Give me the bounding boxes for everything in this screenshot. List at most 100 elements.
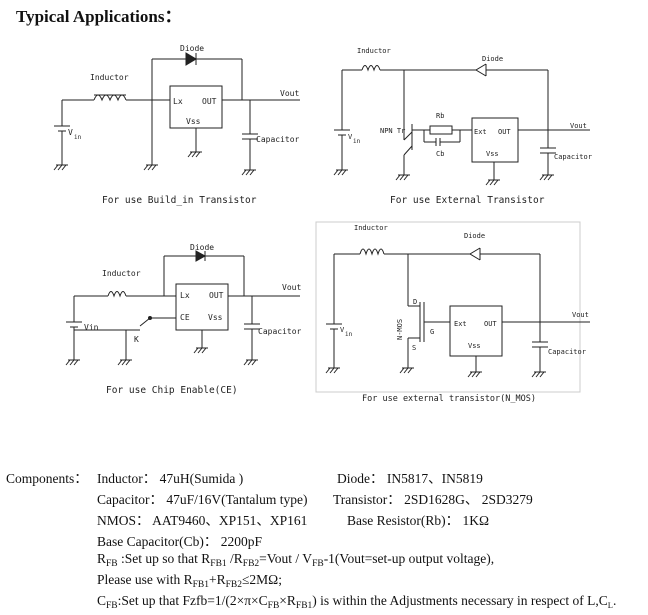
c1-caption: For use Build_in Transistor (102, 195, 257, 206)
c2-ext-label: Ext (474, 128, 487, 136)
components-transistor: Transistor： 2SD1628G、 2SD3279 (333, 492, 533, 507)
rfb-text: :Set up so that R (117, 551, 211, 566)
c3-vout-label: Vout (282, 283, 301, 292)
c2-cb-label: Cb (436, 150, 444, 158)
c1-out-label: OUT (202, 97, 217, 106)
c2-out-label: OUT (498, 128, 511, 136)
c3-vin-label: Vin (84, 323, 99, 332)
c4-inductor-label: Inductor (354, 224, 388, 232)
c3-k-label: K (134, 335, 139, 344)
please-note: Please use with RFB1+RFB2≤2MΩ; (97, 572, 282, 590)
c1-vin-v: V (68, 128, 73, 137)
components-diode: Diode： IN5817、IN5819 (337, 471, 483, 486)
c2-caption: For use External Transistor (390, 195, 545, 206)
please-sub1: FB1 (192, 580, 209, 590)
c4-g-label: G (430, 328, 434, 336)
components-base-resistor: Base Resistor(Rb)： 1KΩ (347, 513, 490, 528)
circuit-nmos (315, 221, 590, 393)
c1-vss-label: Vss (186, 117, 201, 126)
cfb-sub2: FB (267, 601, 280, 611)
c4-vss-label: Vss (468, 342, 481, 350)
diode-icon (475, 63, 487, 77)
c4-out-label: OUT (484, 320, 497, 328)
circuit-frame (315, 221, 581, 393)
c2-inductor-label: Inductor (357, 47, 391, 55)
c3-capacitor-label: Capacitor (258, 327, 302, 336)
c4-diode-label: Diode (464, 232, 485, 240)
inductor-coil (93, 94, 127, 102)
cfb-d: . (612, 593, 617, 608)
c4-vin-sub: in (345, 331, 353, 338)
cfb-sub: FB (106, 601, 118, 611)
page-title: Typical Applications： (16, 7, 182, 26)
cfb-note: CFB:Set up that Fzfb=1/(2×π×CFB×RFB1) is… (97, 593, 616, 611)
rfb2-sub: FB2 (242, 559, 260, 569)
cfb-a: :Set up that Fzfb=1/(2×π×C (117, 593, 268, 608)
rfb-note: RFB :Set up so that RFB1 /RFB2=Vout / VF… (97, 551, 494, 569)
inductor-coil (107, 291, 127, 298)
rfb1-sub: FB1 (210, 559, 227, 569)
circuit-external-transistor (333, 63, 590, 186)
components-heading: Components： (6, 471, 88, 486)
c2-rb-label: Rb (436, 112, 444, 120)
cfb-label: C (97, 593, 107, 608)
cfb-sub3: FB1 (295, 601, 313, 611)
c1-vin-sub: in (74, 134, 82, 141)
circuit-diagrams: Diode Inductor Lx OUT Vss Vout Capacitor… (53, 44, 592, 404)
c1-vout-label: Vout (280, 89, 299, 98)
c1-inductor-label: Inductor (90, 73, 129, 82)
components-base-capacitor: Base Capacitor(Cb)： 2200pF (97, 534, 262, 549)
cfb-sub4: L (607, 600, 613, 610)
c4-ext-label: Ext (454, 320, 467, 328)
diode-icon (469, 247, 481, 261)
components-capacitor: Capacitor： 47uF/16V(Tantalum type) (97, 492, 308, 507)
components-nmos: NMOS： AAT9460、XP151、XP161 (97, 513, 308, 528)
c1-diode-label: Diode (180, 44, 204, 53)
c1-lx-label: Lx (173, 97, 183, 106)
rfb-label: R (97, 551, 107, 566)
c4-vin-v: V (340, 326, 345, 334)
c3-diode-label: Diode (190, 243, 214, 252)
please-sub2: FB2 (225, 580, 242, 590)
rfb-slash: /R (226, 551, 243, 566)
components-inductor: Inductor： 47uH(Sumida ) (97, 471, 244, 486)
please-a: Please use with R (97, 572, 193, 587)
c2-vout-label: Vout (570, 122, 587, 130)
circuit-build-in-transistor (53, 52, 300, 176)
diode-icon (185, 52, 197, 66)
c4-s-label: S (412, 344, 416, 352)
c4-vout-label: Vout (572, 311, 589, 319)
please-plus: +R (209, 572, 226, 587)
rfb-eq: =Vout / V (259, 551, 313, 566)
c3-lx-label: Lx (180, 291, 190, 300)
c3-inductor-label: Inductor (102, 269, 141, 278)
cfb-c: ) is within the Adjustments necessary in… (312, 593, 608, 608)
c2-diode-label: Diode (482, 55, 503, 63)
ic-box (471, 117, 519, 163)
please-b: ≤2MΩ; (242, 572, 282, 587)
rfb-sub: FB (106, 559, 118, 569)
c4-nmos-label: N-MOS (396, 319, 404, 340)
vfb-sub: FB (312, 559, 324, 569)
c2-vin-v: V (348, 133, 353, 141)
c3-out-label: OUT (209, 291, 224, 300)
resistor-rb (429, 125, 453, 135)
circuit-chip-enable (65, 250, 300, 366)
c3-caption: For use Chip Enable(CE) (106, 385, 238, 396)
c3-vss-label: Vss (208, 313, 223, 322)
c1-capacitor-label: Capacitor (256, 135, 300, 144)
c4-capacitor-label: Capacitor (548, 348, 586, 356)
c2-capacitor-label: Capacitor (554, 153, 592, 161)
rfb-tail: -1(Vout=set-up output voltage), (323, 551, 495, 566)
c3-ce-label: CE (180, 313, 190, 322)
cfb-b: ×R (279, 593, 296, 608)
c2-vin-sub: in (353, 138, 361, 145)
c4-d-label: D (413, 298, 417, 306)
inductor-coil (361, 65, 381, 72)
diode-icon (195, 250, 207, 262)
labels: Diode Inductor Lx OUT Vss Vout Capacitor… (68, 44, 592, 404)
inductor-coil (359, 248, 385, 256)
c2-npn-label: NPN Tr (380, 127, 405, 135)
c4-caption: For use external transistor(N_MOS) (362, 394, 536, 404)
